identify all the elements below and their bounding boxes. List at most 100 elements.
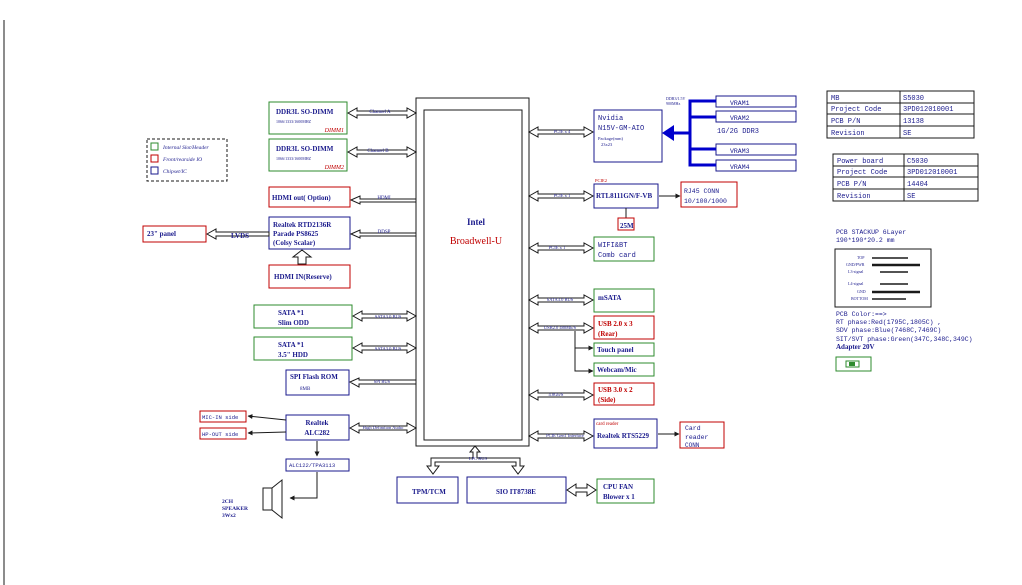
mic-in-label: MIC-IN side bbox=[202, 414, 238, 421]
mb-val-2: 13138 bbox=[903, 118, 924, 126]
bus-sata-odd: SATA3.0 BUS bbox=[351, 310, 418, 322]
sio-label: SIO IT8738E bbox=[496, 488, 536, 496]
gpu-line3: Package(mm) bbox=[598, 136, 623, 141]
sata-hdd: SATA *1 3.5" HDD bbox=[253, 336, 353, 361]
hdmi-out-title: HDMI out( Option) bbox=[272, 194, 331, 202]
scaler: Realtek RTD2136R Parade PS8625 (Colsy Sc… bbox=[268, 216, 351, 250]
audio-line2: ALC282 bbox=[304, 429, 330, 437]
sata-hdd-line2: 3.5" HDD bbox=[278, 351, 308, 359]
tpm-label: TPM/TCM bbox=[412, 488, 446, 496]
audio-jacks: MIC-IN side HP-OUT side bbox=[199, 410, 287, 440]
vram-2: VRAM2 bbox=[730, 115, 750, 122]
dimm-a-speed: 1066/1333/1600MHZ bbox=[276, 119, 312, 124]
pcb-color-sdv: SDV phase:Blue(7468C,7469C) bbox=[836, 327, 941, 334]
rj45: RJ45 CONN 10/100/1000 bbox=[659, 181, 738, 208]
usb2-line1: USB 2.0 x 3 bbox=[598, 320, 633, 328]
card-tag: card reader bbox=[596, 422, 619, 427]
bus-hdmi: HDMI bbox=[349, 195, 417, 205]
power-val-1: 3PD012010001 bbox=[907, 169, 957, 177]
dimm-b: DDR3L SO-DIMM 1066/1333/1600MHZ DIMM2 bbox=[268, 138, 348, 172]
bus-usb2: USB2.0 480Mb/S bbox=[527, 322, 595, 374]
legend-chipset: Chipset/IC bbox=[163, 169, 187, 175]
bus-pcie-wifi: PCIE x 1 bbox=[527, 242, 595, 254]
speaker: 2CH SPEAKER 3Wx2 bbox=[222, 478, 283, 520]
legend-internal-swatch bbox=[150, 142, 159, 151]
dimm-a-title: DDR3L SO-DIMM bbox=[276, 108, 334, 116]
bus-usb3-label: 4.8Gb/S bbox=[549, 392, 564, 397]
lan-tag: PCIE2 bbox=[595, 178, 607, 183]
bus-sata-hdd-label: SATA3.0 BUS bbox=[375, 346, 402, 351]
power-key-1: Project Code bbox=[837, 169, 887, 177]
card-conn-3: CONN bbox=[685, 442, 700, 449]
vram-1: VRAM1 bbox=[730, 100, 750, 107]
wifi-line1: WIFI&BT bbox=[598, 242, 627, 250]
dimm-b-title: DDR3L SO-DIMM bbox=[276, 145, 334, 153]
bus-pcie-lan: PCIE x 1 bbox=[527, 190, 595, 202]
tpm: TPM/TCM bbox=[396, 476, 459, 504]
layer-1: GND/PWR bbox=[846, 262, 865, 267]
hdmi-out: HDMI out( Option) bbox=[268, 186, 351, 208]
layer-0: TOP bbox=[857, 255, 865, 260]
crystal-label: 25M bbox=[620, 222, 634, 230]
card-conn-1: Card bbox=[685, 425, 701, 432]
usb2-line2: (Rear) bbox=[598, 330, 618, 338]
bus-usb2-label: USB2.0 480Mb/S bbox=[544, 325, 577, 330]
card-title: Realtek RTS5229 bbox=[597, 432, 650, 440]
hdmi-in-title: HDMI IN(Reserve) bbox=[274, 273, 332, 281]
bus-channel-b: Channel B bbox=[346, 146, 418, 158]
scaler-line3: (Colsy Scalar) bbox=[273, 239, 316, 247]
cpu-name: Broadwell-U bbox=[450, 236, 503, 247]
layer-4: GND bbox=[857, 289, 866, 294]
legend-front-swatch bbox=[150, 154, 159, 163]
vram-size: 1G/2G DDR3 bbox=[717, 128, 759, 136]
legend-front-rear: Front/rearside IO bbox=[162, 157, 202, 163]
bus-channel-a-label: Channel A bbox=[369, 110, 391, 115]
layer-3: L4-signal bbox=[848, 281, 864, 286]
cpu-fan: CPU FAN Blower x 1 bbox=[566, 478, 655, 504]
sata-hdd-line1: SATA *1 bbox=[278, 341, 304, 349]
bus-channel-a: Channel A bbox=[346, 107, 418, 119]
gpu-line1: Nvidia bbox=[598, 115, 623, 123]
vram-group: DDR3/1.5V 900MHz VRAM1 VRAM2 VRAM3 VRAM4… bbox=[662, 95, 797, 172]
pcb-color-title: PCB Color:==> bbox=[836, 311, 887, 318]
bus-hda: High Definition Audio bbox=[348, 422, 418, 434]
mb-table: MB S5030 Project Code 3PD012010001 PCB P… bbox=[826, 90, 975, 139]
bus-spi: SPI BUS bbox=[348, 377, 417, 388]
speaker-line3: 3Wx2 bbox=[222, 513, 236, 519]
wifi-line2: Comb card bbox=[598, 252, 636, 260]
scaler-line2: Parade PS8625 bbox=[273, 230, 319, 238]
pcb-stackup: PCB STACKUP 6Layer 190*190*20.2 mm TOP G… bbox=[834, 229, 932, 308]
usb2-rear: USB 2.0 x 3 (Rear) bbox=[593, 315, 655, 340]
pcb-color-sit: SIT/SVT phase:Green(347C,348C,349C) bbox=[836, 336, 973, 343]
sata-odd: SATA *1 Slim ODD bbox=[253, 304, 353, 329]
speaker-line1: 2CH bbox=[222, 499, 234, 505]
bus-pcie-x4: PCIE x 4 bbox=[527, 126, 595, 138]
touch-panel: Touch panel bbox=[593, 342, 655, 357]
bus-pcie-card: PCIE Gen1 Interface bbox=[527, 430, 595, 442]
vram-3: VRAM3 bbox=[730, 148, 750, 155]
mb-key-2: PCB P/N bbox=[831, 118, 860, 126]
sio: SIO IT8738E bbox=[466, 476, 567, 504]
sata-odd-line1: SATA *1 bbox=[278, 309, 304, 317]
bus-hda-label: High Definition Audio bbox=[363, 425, 404, 430]
bus-pcie-lan-label: PCIE x 1 bbox=[554, 193, 571, 198]
bus-msata-label: SATA3.0 BUS bbox=[547, 297, 574, 302]
dimm-b-speed: 1066/1333/1600MHZ bbox=[276, 156, 312, 161]
bus-spi-label: SPI BUS bbox=[374, 379, 391, 384]
vram-4: VRAM4 bbox=[730, 164, 750, 171]
power-key-0: Power board bbox=[837, 158, 883, 166]
lan-title: RTL8111GN/F-VB bbox=[596, 192, 652, 200]
lpc-bus: LPC BUS bbox=[426, 445, 525, 475]
vram-note2: 900MHz bbox=[666, 101, 680, 106]
spi-line2: 8MB bbox=[300, 387, 311, 392]
power-val-3: SE bbox=[907, 193, 915, 201]
lpc-bus-label: LPC BUS bbox=[469, 456, 488, 461]
fan-line2: Blower x 1 bbox=[603, 493, 635, 501]
layer-5: BOTTOM bbox=[851, 296, 868, 301]
mb-key-1: Project Code bbox=[831, 106, 881, 114]
audio-codec: Realtek ALC282 bbox=[285, 414, 350, 441]
panel-23: 23" panel bbox=[142, 225, 207, 243]
gpu-line2: N15V-GM-AIO bbox=[598, 125, 644, 133]
wifi-card: WIFI&BT Comb card bbox=[593, 236, 655, 262]
